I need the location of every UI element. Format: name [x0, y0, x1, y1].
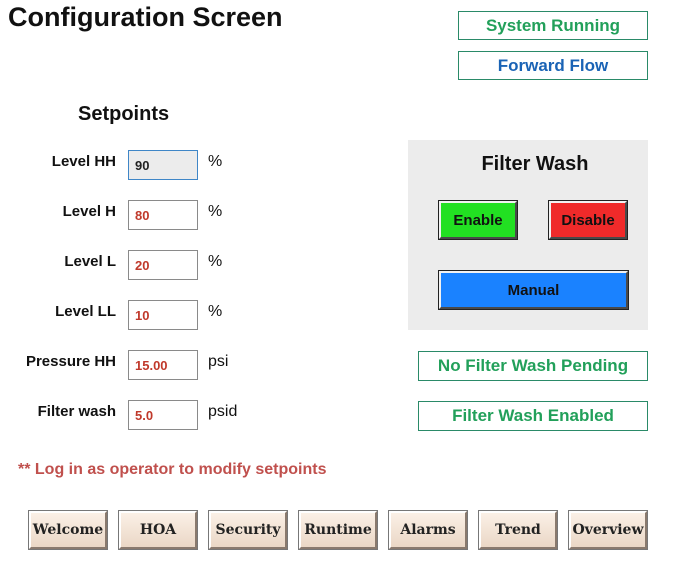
level-l-unit: % [208, 253, 223, 270]
nav-welcome-button[interactable]: Welcome [28, 510, 108, 550]
level-h-label: Level H [62, 203, 116, 220]
filter-wash-title: Filter Wash [481, 153, 589, 175]
filter-wash-enabled-status: Filter Wash Enabled [418, 401, 648, 431]
level-hh-input[interactable] [128, 150, 198, 180]
nav-overview-button[interactable]: Overview [568, 510, 648, 550]
level-ll-label: Level LL [55, 303, 116, 320]
nav-trend-button[interactable]: Trend [478, 510, 558, 550]
nav-alarms-button[interactable]: Alarms [388, 510, 468, 550]
filter-wash-pending-status: No Filter Wash Pending [418, 351, 648, 381]
level-ll-input[interactable] [128, 300, 198, 330]
pressure-hh-label: Pressure HH [25, 353, 116, 370]
nav-runtime-button[interactable]: Runtime [298, 510, 378, 550]
setpoints-heading: Setpoints [78, 103, 170, 125]
system-status-indicator: System Running [458, 11, 648, 40]
enable-button[interactable]: Enable [438, 200, 518, 240]
filter-wash-label: Filter wash [37, 403, 116, 420]
filter-wash-input[interactable] [128, 400, 198, 430]
level-hh-label: Level HH [51, 153, 116, 170]
level-h-input[interactable] [128, 200, 198, 230]
filter-wash-unit: psid [208, 403, 238, 420]
login-note: ** Log in as operator to modify setpoint… [18, 461, 327, 478]
page-title: Configuration Screen [8, 2, 283, 32]
manual-button[interactable]: Manual [438, 270, 629, 310]
level-h-unit: % [208, 203, 223, 220]
level-ll-unit: % [208, 303, 223, 320]
flow-status-indicator: Forward Flow [458, 51, 648, 80]
nav-hoa-button[interactable]: HOA [118, 510, 198, 550]
pressure-hh-unit: psi [208, 353, 229, 370]
level-hh-unit: % [208, 153, 223, 170]
pressure-hh-input[interactable] [128, 350, 198, 380]
level-l-label: Level L [64, 253, 116, 270]
nav-security-button[interactable]: Security [208, 510, 288, 550]
level-l-input[interactable] [128, 250, 198, 280]
disable-button[interactable]: Disable [548, 200, 628, 240]
